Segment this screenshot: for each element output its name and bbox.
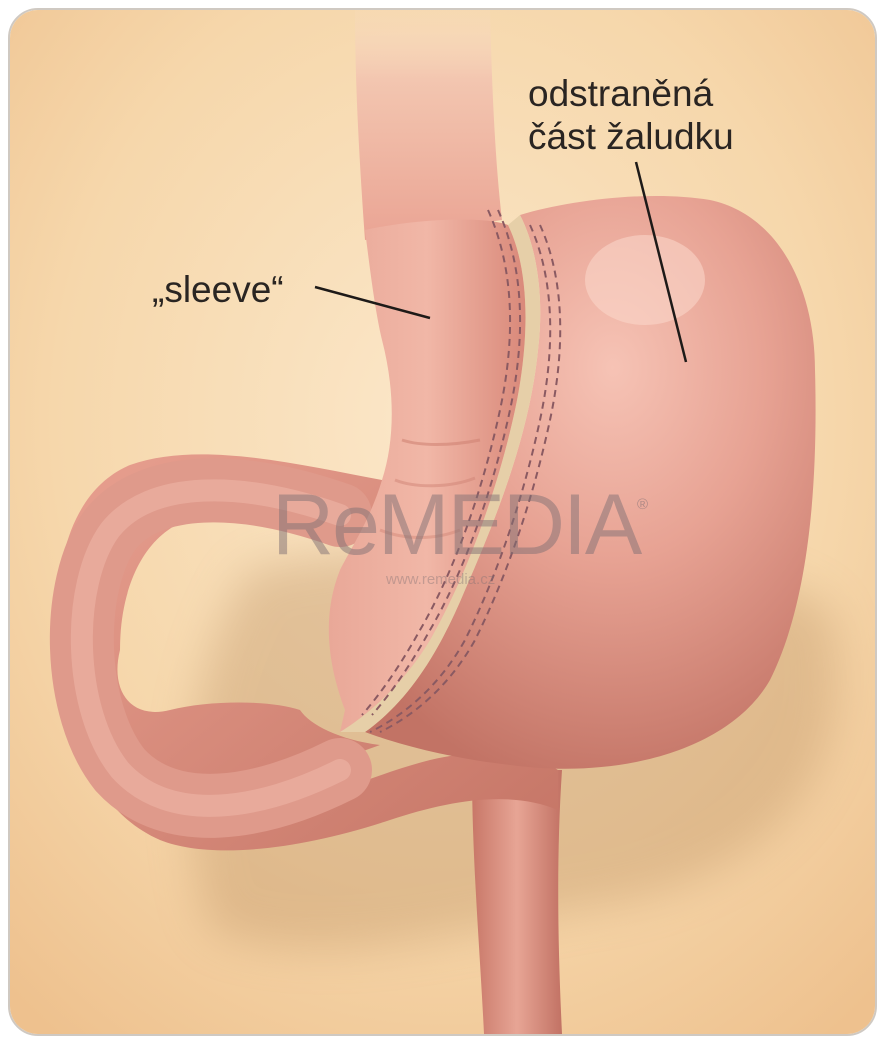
watermark-registered: ® [637, 496, 648, 513]
watermark-brand: ReMEDIA [272, 480, 640, 570]
label-removed-line2: část žaludku [528, 115, 734, 158]
label-removed-line1: odstraněná [528, 72, 734, 115]
intestine-down [472, 770, 562, 1034]
watermark-url: www.remedia.cz [386, 571, 495, 588]
label-sleeve: „sleeve“ [152, 268, 284, 311]
label-removed-stomach: odstraněná část žaludku [528, 72, 734, 158]
illustration-frame: ReMEDIA ® www.remedia.cz odstraněná část… [8, 8, 877, 1036]
esophagus [355, 10, 502, 240]
